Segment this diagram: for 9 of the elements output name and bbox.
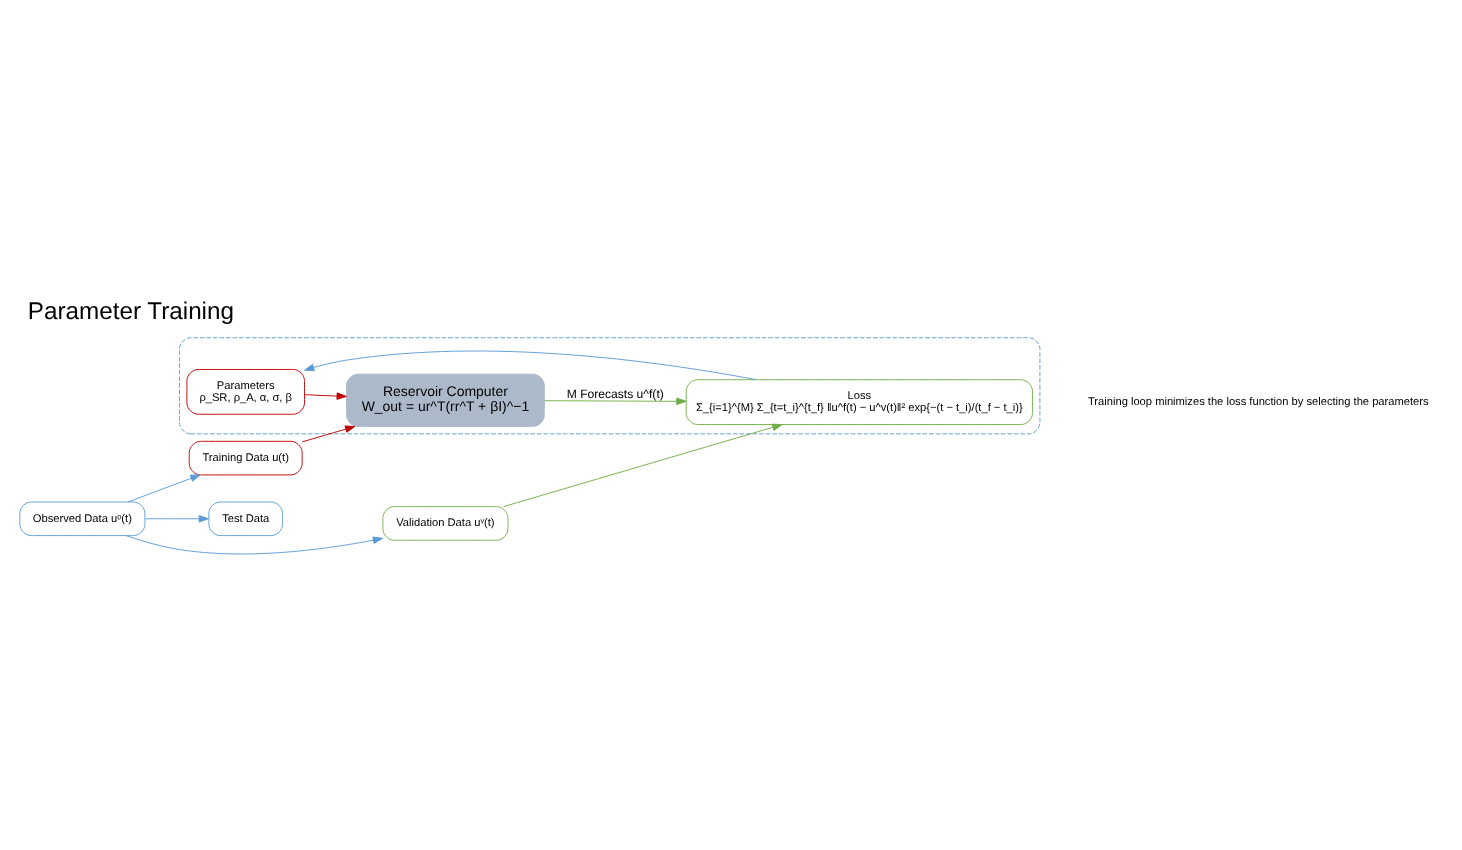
arrow <box>304 350 757 381</box>
arrow <box>127 474 201 503</box>
arrow <box>125 535 384 555</box>
arrow <box>304 392 347 400</box>
arrow <box>544 397 687 406</box>
diagram-title: Parameter Training <box>27 296 235 325</box>
arrow <box>301 425 356 443</box>
arrow <box>144 515 209 523</box>
arrow <box>503 423 783 508</box>
